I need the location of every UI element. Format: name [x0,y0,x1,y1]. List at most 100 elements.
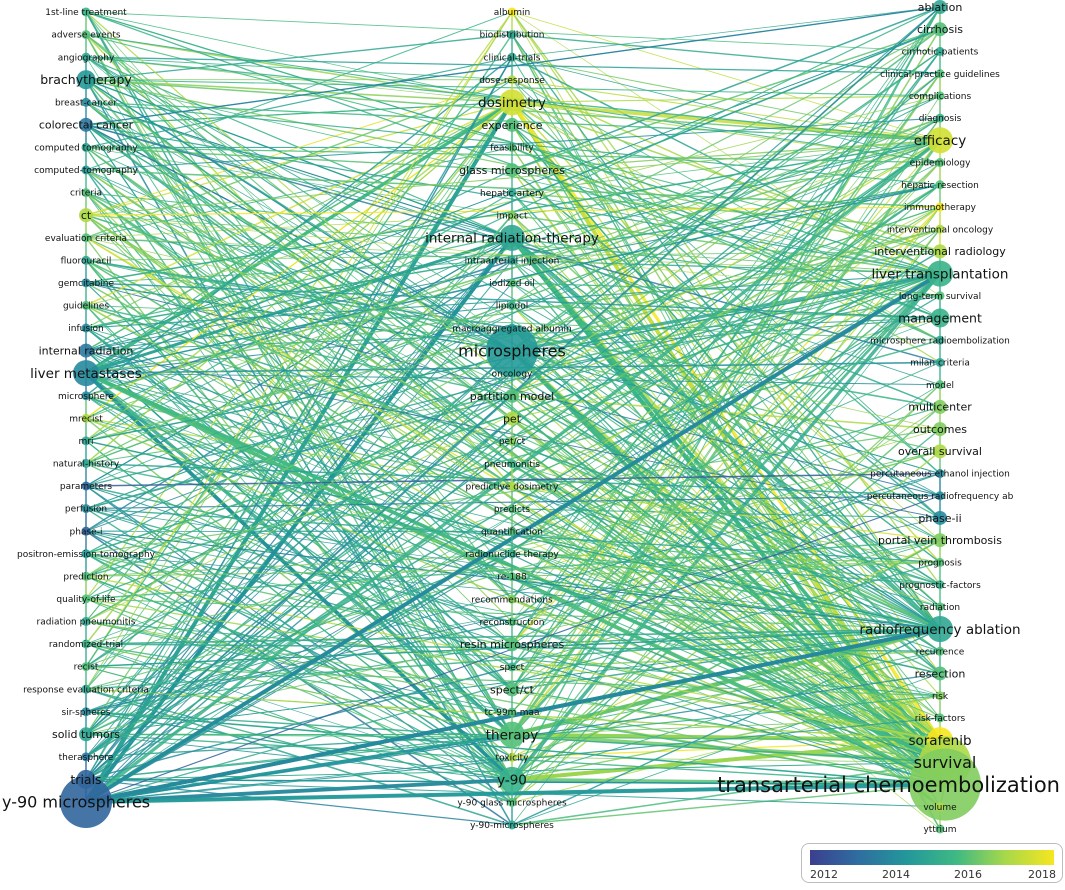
node-label: clinical-trials [484,53,541,63]
year-legend: 2012 2014 2016 2018 [801,843,1063,883]
node-label: mri [79,437,94,447]
node-label: sorafenib [908,733,971,749]
node-label: adverse events [51,31,121,41]
node-label: dose-response [479,76,545,86]
node-label: immunotherapy [904,203,977,213]
node-label: pet/ct [499,437,526,447]
legend-tick: 2018 [1028,868,1056,881]
node-label: response evaluation criteria [23,685,149,695]
node-label: liver transplantation [872,266,1009,282]
node-label: biodistribution [479,31,544,41]
node-label: recurrence [916,647,965,657]
node-label: re-188 [497,573,527,583]
node-label: multicenter [908,401,972,414]
node-label: glass microspheres [459,164,565,177]
node-label: iodized oil [489,279,535,289]
node-label: radionuclide therapy [465,550,559,560]
node-label: y-90 microspheres [2,793,150,812]
node-label: internal radiation [39,344,134,357]
node-label: hepatic resection [901,181,979,191]
node-label: y-90 glass microspheres [457,799,567,809]
node-label: reconstruction [479,618,544,628]
node-label: prognosis [918,559,962,569]
node-label: positron-emission-tomography [17,550,156,560]
node-label: therasphere [59,753,114,763]
node-label: experience [482,119,543,132]
node-label: liver metastases [30,366,142,382]
node-label: cirrhosis [917,23,963,36]
node-label: feasibility [490,144,534,154]
year-color-scale [810,850,1054,865]
node-label: radiation pneumonitis [37,618,136,628]
node-label: intraarterial injection [465,257,560,267]
node-label: resin microspheres [460,638,565,651]
node-label: 1st-line treatment [45,8,127,18]
node-label: prognostic-factors [899,581,981,591]
node-label: recommendations [471,595,553,605]
node-label: y-90-microspheres [470,821,554,831]
node-label: guidelines [63,302,109,312]
node-label: breast-cancer [55,98,117,108]
node-label: fluorouracil [61,256,112,266]
node-label: gemcitabine [58,279,114,289]
node-label: management [898,310,982,325]
node-label: dosimetry [478,95,546,111]
node-label: oncology [492,369,533,379]
network-link [512,35,940,74]
node-label: percutaneous radiofrequency ab [867,492,1014,502]
node-label: evaluation criteria [45,234,127,244]
node-label: infusion [68,324,103,334]
node-label: interventional oncology [887,225,994,235]
node-label: partition model [470,390,554,403]
node-label: parameters [60,482,113,492]
node-label: randomized-trial [49,640,123,650]
node-label: prediction [63,572,108,582]
node-label: recist [74,663,99,673]
node-label: radiofrequency ablation [859,622,1020,638]
node-label: efficacy [914,133,966,149]
node-label: predictive dosimetry [466,482,560,492]
node-label: lipiodol [496,302,528,312]
node-label: diagnosis [919,114,962,124]
legend-tick: 2014 [882,868,910,881]
node-label: phase-ii [918,512,961,525]
node-label: microspheres [458,341,566,360]
node-label: y-90 [497,773,527,789]
node-label: risk-factors [915,714,966,724]
node-label: macroaggregated albumin [452,324,572,334]
node-label: microsphere radioembolization [870,336,1010,346]
legend-tick: 2016 [954,868,982,881]
node-label: milan criteria [910,359,970,369]
node-label: complications [909,92,972,102]
node-label: toxicity [496,753,530,763]
node-label: long-term survival [899,292,981,302]
node-label: volume [923,803,957,813]
node-label: survival [914,753,977,772]
node-label: risk [932,692,949,702]
node-label: yttrium [923,825,956,835]
node-label: internal radiation-therapy [425,231,599,247]
node-label: epidemiology [910,159,971,169]
node-label: pneumonitis [484,460,540,470]
node-label: therapy [486,727,539,743]
node-label: mrecist [69,414,103,424]
node-label: microsphere [58,392,114,402]
node-label: sir-spheres [62,708,111,718]
node-label: computed-tomography [34,166,138,176]
node-label: ablation [918,1,963,14]
node-label: clinical-practice guidelines [880,70,1000,80]
node-label: tc-99m-maa [485,708,540,718]
node-label: portal vein thrombosis [878,534,1002,547]
node-label: hepatic-artery [480,189,545,199]
node-label: perfusion [65,505,107,515]
node-label: resection [915,667,966,680]
node-label: spect/ct [490,683,535,696]
network-link [86,35,512,80]
node-label: quality-of-life [56,595,116,605]
node-label: natural-history [53,460,120,470]
node-label: outcomes [913,423,967,436]
node-label: computed tomography [34,144,138,154]
node-label: interventional radiology [874,245,1006,258]
